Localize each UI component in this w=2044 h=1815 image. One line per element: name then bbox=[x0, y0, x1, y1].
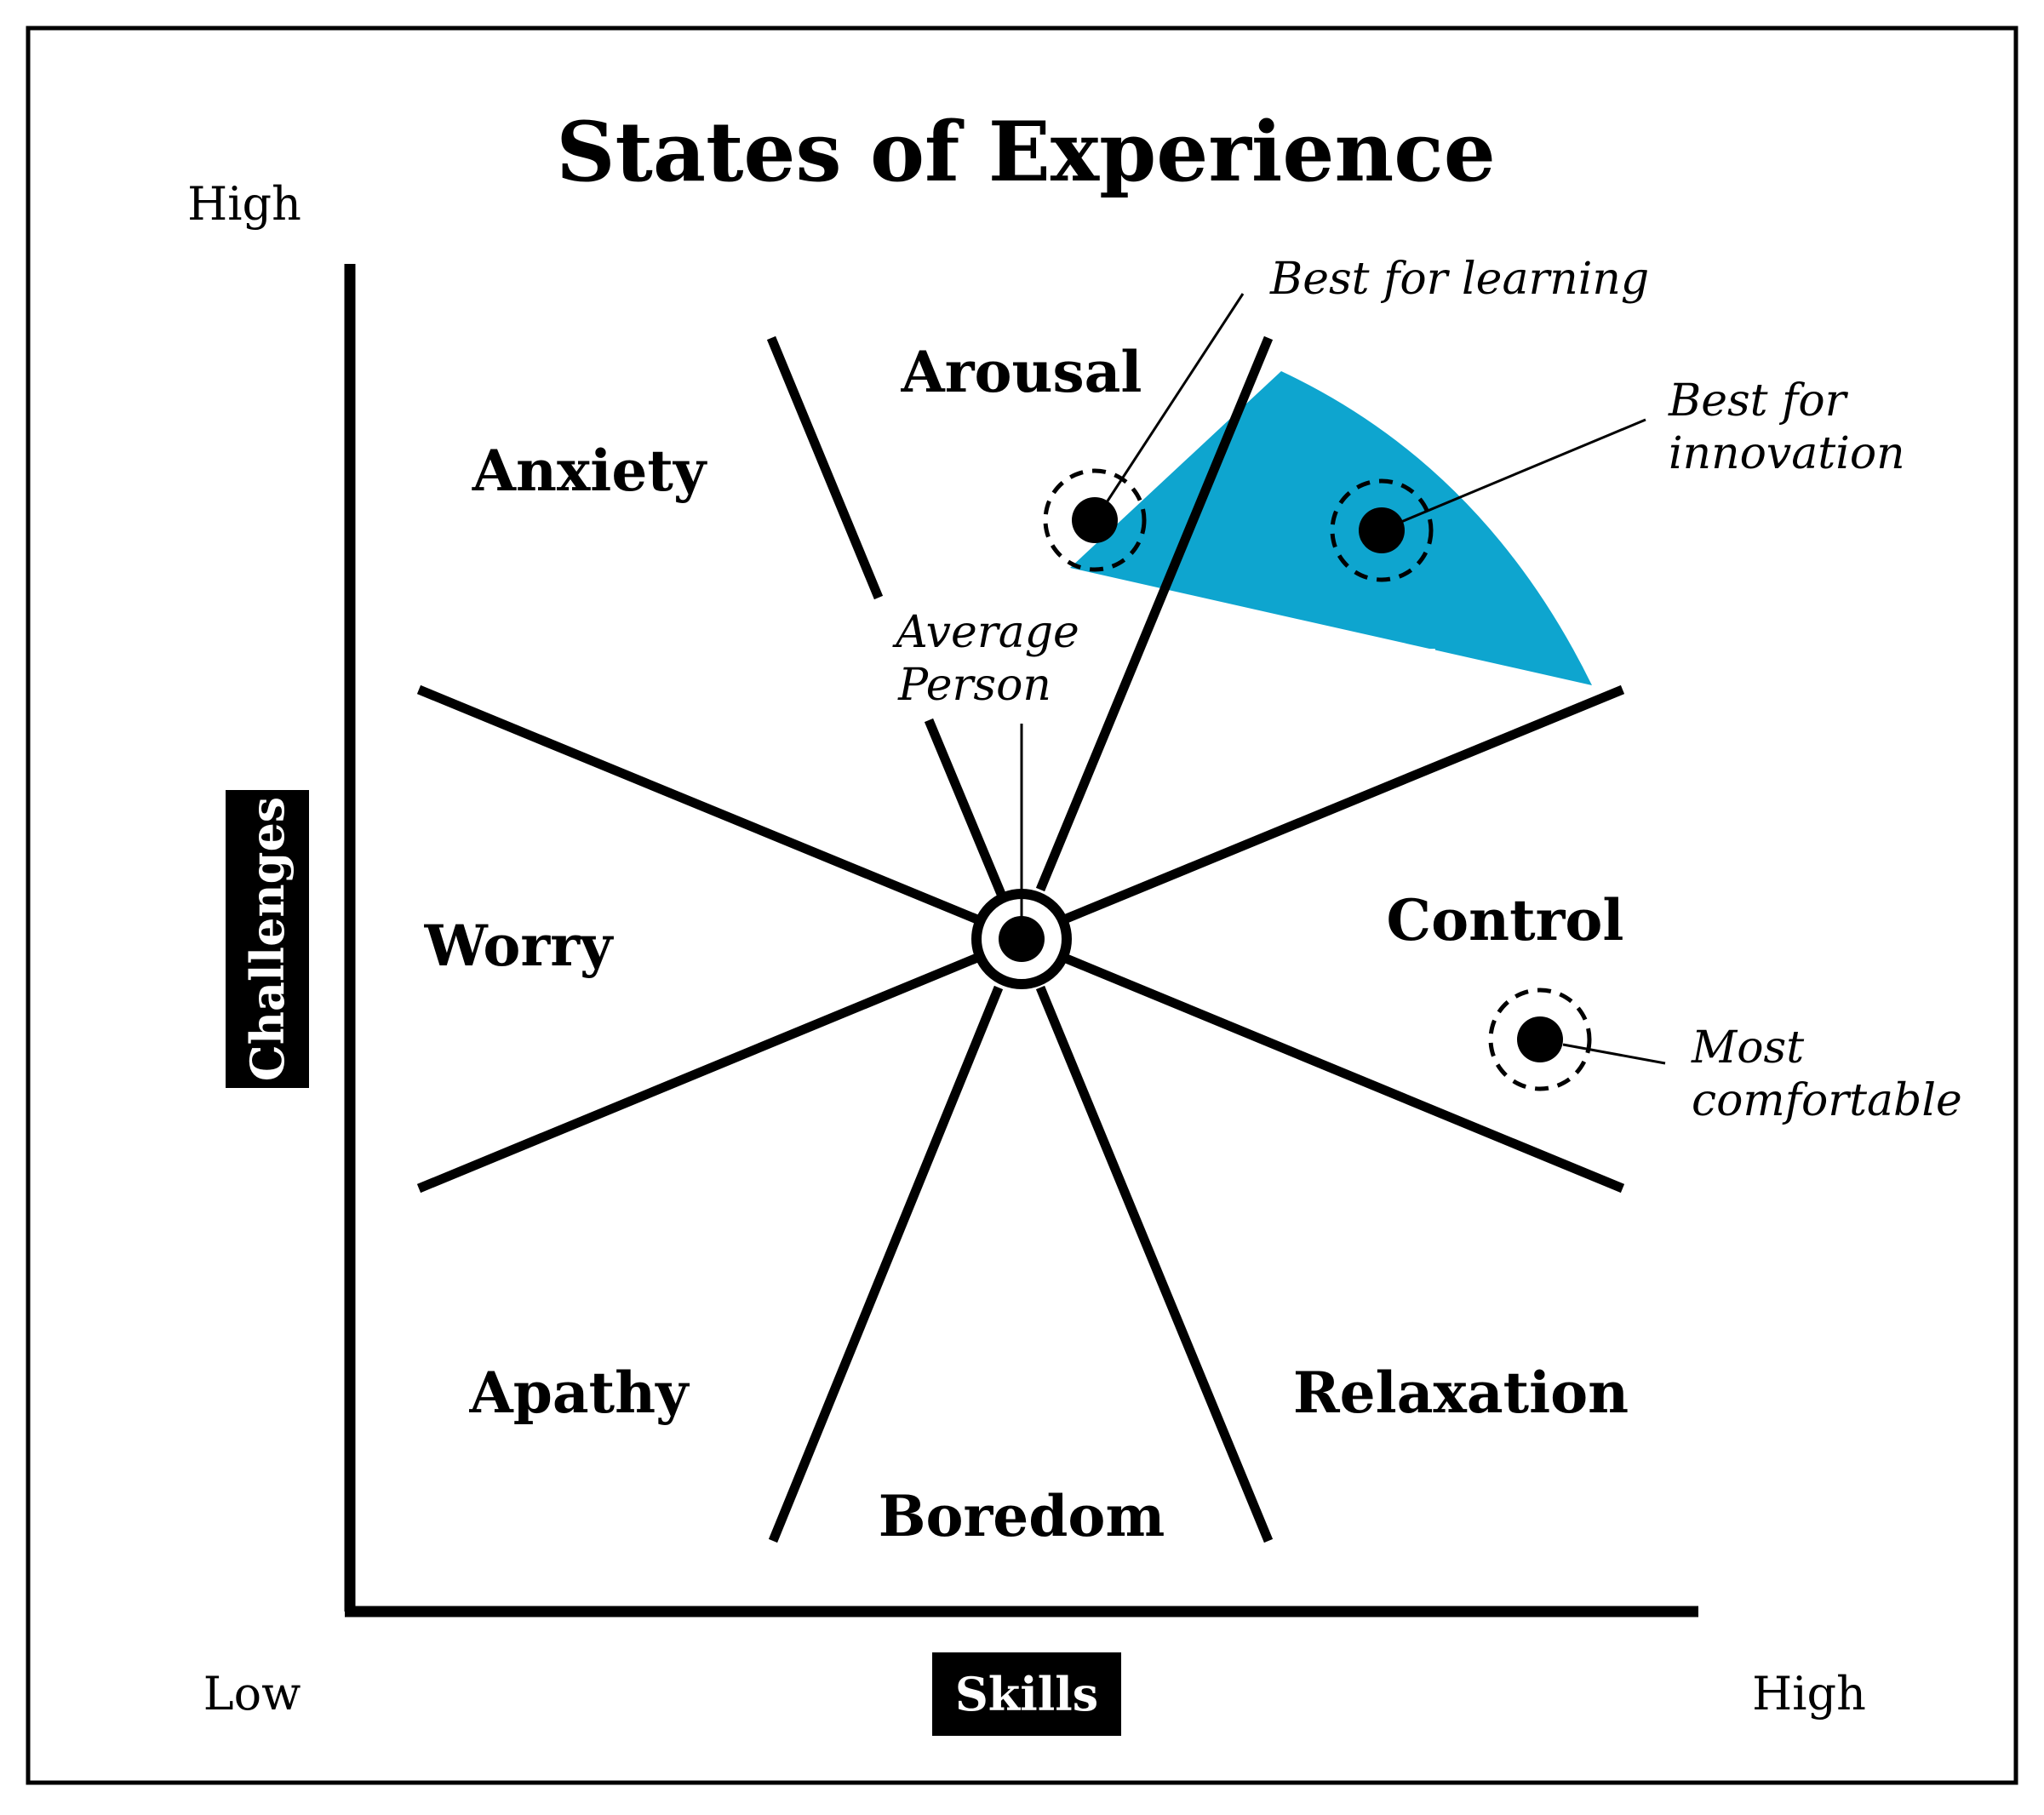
divider-anxiety-arousal-outer bbox=[766, 335, 884, 600]
x-axis-label-badge bbox=[932, 1652, 1121, 1736]
divider-flow-control bbox=[1051, 684, 1625, 929]
diagram-title: States of Experience bbox=[556, 104, 1496, 200]
average-person-dot bbox=[999, 916, 1045, 962]
flow-sector bbox=[1070, 371, 1592, 685]
outer-frame bbox=[26, 26, 2018, 1785]
state-label-relaxation: Relaxation bbox=[1293, 1360, 1629, 1426]
state-label-worry: Worry bbox=[424, 913, 614, 979]
most-comfortable-leader bbox=[1562, 1043, 1666, 1065]
average-person-label-line1: Average bbox=[892, 607, 1079, 658]
state-label-anxiety: Anxiety bbox=[472, 438, 707, 504]
state-label-arousal: Arousal bbox=[901, 339, 1142, 405]
most-comfortable-label-line1: Most bbox=[1691, 1022, 1804, 1074]
average-person-label-line2: Person bbox=[897, 660, 1051, 711]
x-axis-low-label: Low bbox=[203, 1667, 301, 1721]
best-learning-label: Best for learning bbox=[1269, 254, 1649, 305]
divider-anxiety-arousal-inner bbox=[924, 718, 1008, 901]
divider-relaxation-boredom bbox=[1035, 985, 1274, 1543]
best-innovation-dot bbox=[1359, 507, 1405, 553]
divider-arousal-flow bbox=[1035, 335, 1274, 892]
divider-boredom-apathy bbox=[768, 985, 1004, 1543]
divider-worry-anxiety bbox=[416, 684, 990, 929]
state-label-apathy: Apathy bbox=[469, 1360, 690, 1426]
best-learning-leader bbox=[1105, 293, 1245, 503]
divider-control-relaxation bbox=[1051, 948, 1625, 1194]
state-label-flow: Flow bbox=[1211, 613, 1436, 713]
divider-apathy-worry bbox=[416, 948, 990, 1194]
most-comfortable-dashed-ring bbox=[1488, 988, 1592, 1091]
best-innovation-dashed-ring bbox=[1330, 478, 1434, 582]
x-axis-label: Skills bbox=[955, 1667, 1098, 1721]
y-axis-high-label: High bbox=[187, 177, 301, 231]
state-label-control: Control bbox=[1387, 887, 1624, 953]
x-axis-high-label: High bbox=[1752, 1667, 1866, 1721]
most-comfortable-label-line2: comfortable bbox=[1692, 1075, 1962, 1126]
best-learning-dot bbox=[1072, 497, 1118, 543]
best-innovation-label-line2: innovation bbox=[1669, 428, 1905, 479]
y-axis-label-badge bbox=[226, 790, 309, 1088]
best-innovation-label-line1: Best for bbox=[1668, 375, 1849, 427]
state-label-boredom: Boredom bbox=[879, 1483, 1165, 1549]
best-learning-dashed-ring bbox=[1043, 468, 1147, 572]
y-axis-label: Challenges bbox=[240, 797, 295, 1081]
best-innovation-leader bbox=[1400, 418, 1646, 524]
most-comfortable-dot bbox=[1517, 1016, 1563, 1062]
